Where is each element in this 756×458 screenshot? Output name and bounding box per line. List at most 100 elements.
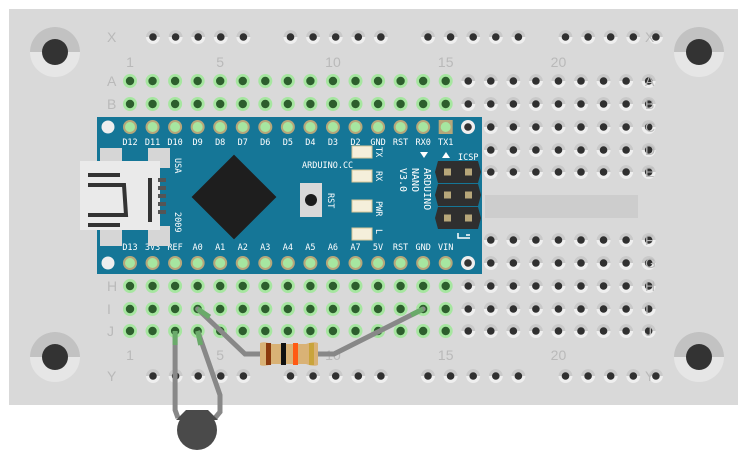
hole[interactable] [351, 369, 366, 383]
hole-connected[interactable] [325, 97, 340, 111]
nano-pin-top-d4[interactable] [303, 120, 318, 134]
hole[interactable] [483, 143, 498, 157]
hole[interactable] [506, 279, 521, 293]
hole[interactable] [574, 256, 588, 270]
hole[interactable] [488, 369, 503, 383]
hole-connected[interactable] [213, 279, 228, 293]
hole[interactable] [306, 369, 321, 383]
hole-connected[interactable] [348, 74, 363, 88]
hole[interactable] [511, 29, 526, 44]
hole-connected[interactable] [280, 279, 295, 293]
nano-pin-bottom-a5[interactable] [303, 256, 318, 270]
hole[interactable] [506, 302, 521, 316]
hole-connected[interactable] [190, 97, 205, 111]
nano-pin-bottom-3v3[interactable] [145, 256, 160, 270]
hole-connected[interactable] [145, 302, 160, 316]
hole[interactable] [213, 30, 228, 44]
hole[interactable] [283, 30, 298, 44]
nano-pin-top-rst[interactable] [393, 120, 408, 134]
hole[interactable] [528, 279, 543, 293]
hole[interactable] [483, 256, 498, 270]
hole[interactable] [551, 233, 566, 247]
hole[interactable] [574, 279, 588, 293]
hole[interactable] [528, 324, 543, 338]
hole[interactable] [236, 30, 251, 44]
nano-pin-bottom-gnd[interactable] [416, 256, 431, 270]
hole[interactable] [619, 74, 634, 88]
resistor[interactable] [260, 342, 318, 366]
hole[interactable] [328, 30, 343, 44]
hole[interactable] [596, 97, 611, 111]
nano-pin-top-tx1[interactable] [438, 120, 453, 134]
hole-connected[interactable] [280, 97, 295, 111]
hole[interactable] [641, 256, 656, 270]
hole-connected[interactable] [145, 279, 160, 293]
hole-connected[interactable] [416, 279, 431, 293]
hole-connected[interactable] [325, 279, 340, 293]
hole[interactable] [619, 97, 634, 111]
hole[interactable] [551, 279, 566, 293]
hole[interactable] [619, 120, 634, 134]
hole-connected[interactable] [168, 302, 183, 316]
nano-pin-bottom-d13[interactable] [123, 256, 137, 270]
hole-connected[interactable] [325, 324, 340, 338]
hole-connected[interactable] [190, 74, 205, 88]
hole[interactable] [506, 165, 521, 179]
hole[interactable] [528, 256, 543, 270]
hole-connected[interactable] [393, 74, 408, 88]
hole-connected[interactable] [168, 279, 183, 293]
hole[interactable] [506, 120, 521, 134]
hole-connected[interactable] [303, 324, 318, 338]
hole[interactable] [641, 74, 656, 88]
hole-connected[interactable] [145, 74, 160, 88]
hole-connected[interactable] [123, 324, 137, 338]
hole[interactable] [466, 30, 481, 44]
hole[interactable] [581, 369, 596, 383]
hole-connected[interactable] [123, 302, 137, 316]
hole[interactable] [506, 143, 521, 157]
hole-connected[interactable] [303, 97, 318, 111]
hole[interactable] [421, 369, 435, 383]
hole-connected[interactable] [258, 97, 273, 111]
hole[interactable] [421, 30, 435, 44]
hole-connected[interactable] [393, 324, 408, 338]
hole[interactable] [506, 74, 521, 88]
nano-pin-bottom-a7[interactable] [348, 256, 363, 270]
hole[interactable] [551, 324, 566, 338]
nano-pin-top-d5[interactable] [280, 120, 295, 134]
hole[interactable] [641, 324, 656, 338]
hole-connected[interactable] [325, 74, 340, 88]
hole[interactable] [306, 30, 321, 44]
nano-pin-top-d6[interactable] [258, 120, 273, 134]
hole-connected[interactable] [280, 74, 295, 88]
hole-connected[interactable] [371, 302, 386, 316]
hole[interactable] [574, 165, 588, 179]
hole[interactable] [443, 30, 458, 44]
hole[interactable] [483, 279, 498, 293]
hole[interactable] [236, 369, 251, 383]
hole[interactable] [641, 302, 656, 316]
hole-connected[interactable] [213, 302, 228, 316]
hole-connected[interactable] [123, 279, 137, 293]
nano-pin-top-d9[interactable] [190, 120, 205, 134]
hole-connected[interactable] [348, 302, 363, 316]
hole[interactable] [506, 97, 521, 111]
hole-connected[interactable] [235, 279, 250, 293]
hole-connected[interactable] [438, 302, 453, 316]
nano-pin-top-d10[interactable] [168, 120, 183, 134]
hole[interactable] [619, 256, 634, 270]
hole[interactable] [626, 369, 641, 383]
hole[interactable] [483, 233, 498, 247]
hole[interactable] [483, 97, 498, 111]
hole[interactable] [483, 302, 498, 316]
hole[interactable] [574, 97, 588, 111]
hole[interactable] [328, 369, 343, 383]
hole[interactable] [596, 302, 611, 316]
hole[interactable] [528, 74, 543, 88]
hole[interactable] [528, 143, 543, 157]
hole[interactable] [574, 74, 588, 88]
hole[interactable] [626, 30, 641, 44]
hole[interactable] [641, 279, 656, 293]
hole-connected[interactable] [416, 324, 431, 338]
